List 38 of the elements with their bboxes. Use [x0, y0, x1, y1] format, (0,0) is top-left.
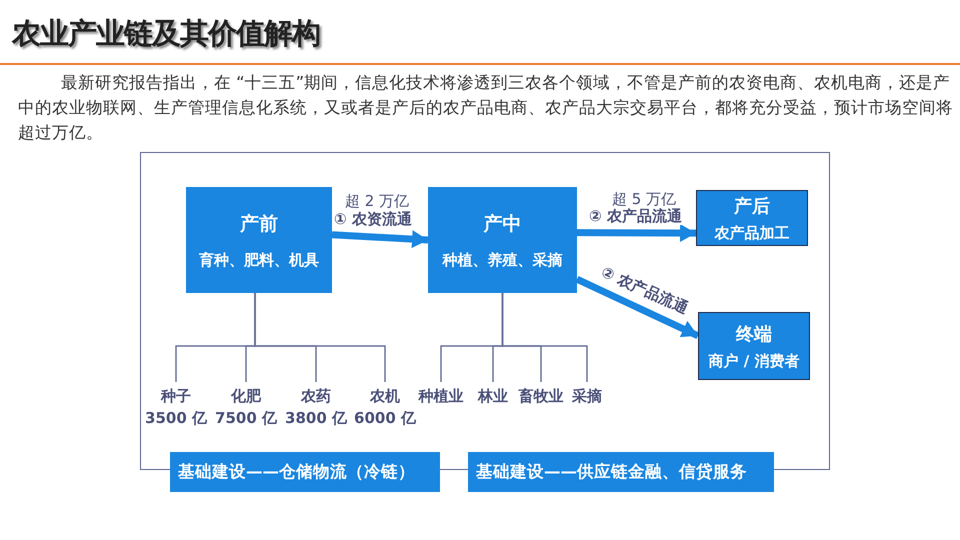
- edge-label: ② 农产品流通: [598, 262, 692, 318]
- stage-box: [696, 190, 808, 246]
- segment-name: 林业: [478, 386, 508, 407]
- tree-line: [502, 293, 588, 382]
- stage-title: 终端: [736, 322, 772, 346]
- market-size: 3500 亿: [145, 408, 207, 429]
- stage-title: 产前: [240, 212, 278, 236]
- value-note: 超 2 万亿: [345, 192, 410, 210]
- stage-box: [428, 187, 577, 293]
- market-size: 3800 亿: [285, 408, 347, 429]
- flow-arrow: [332, 230, 428, 248]
- stage-title: 产中: [484, 212, 522, 236]
- segment-name: 农药: [301, 386, 331, 407]
- flow-arrow: [576, 276, 700, 339]
- segment-name: 化肥: [231, 386, 261, 407]
- segment-name: 畜牧业: [518, 386, 564, 407]
- infrastructure-bar: 基础建设——供应链金融、信贷服务: [468, 452, 774, 492]
- stage-title: 产后: [734, 194, 770, 218]
- edge-label: ② 农产品流通: [587, 207, 684, 225]
- tree-line: [254, 293, 386, 382]
- stage-description: 育种、肥料、机具: [199, 250, 319, 270]
- stage-box: [186, 187, 332, 293]
- segment-name: 采摘: [572, 386, 602, 407]
- stage-description: 农产品加工: [714, 224, 790, 242]
- stage-box: [698, 312, 810, 380]
- segment-name: 种植业: [418, 386, 464, 407]
- infrastructure-bar: 基础建设——仓储物流（冷链）: [170, 452, 440, 492]
- edge-label: ① 农资流通: [332, 210, 414, 228]
- market-size: 6000 亿: [354, 408, 416, 429]
- market-size: 7500 亿: [215, 408, 277, 429]
- stage-description: 商户 / 消费者: [708, 352, 800, 370]
- value-note: 超 5 万亿: [612, 190, 676, 208]
- page-title: 农业产业链及其价值解构: [12, 15, 320, 52]
- segment-name: 农机: [370, 386, 400, 407]
- intro-paragraph: 最新研究报告指出，在 “十三五”期间，信息化技术将渗透到三农各个领域，不管是产前的农资电商、农机电商，还是产中的农业物联网、生产管理信息化系统，又或者是产后的农产品电商、农产品大宗交易平台，都将充分受益，预计市场空间将超过万亿。: [18, 72, 954, 144]
- flow-arrow: [576, 224, 696, 242]
- segment-name: 种子: [161, 386, 191, 407]
- stage-description: 种植、养殖、采摘: [442, 250, 562, 270]
